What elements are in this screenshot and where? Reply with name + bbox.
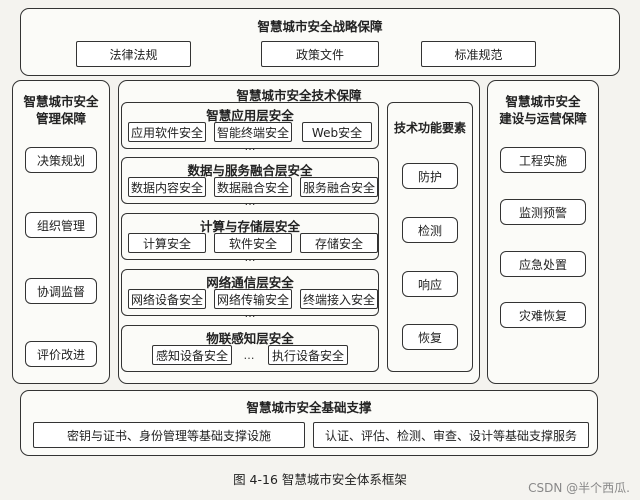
compute-item-storage: 存储安全 [300, 233, 378, 253]
figure-caption: 图 4-16 智慧城市安全体系框架 [233, 472, 407, 487]
construction-item-monitoring: 监测预警 [500, 199, 586, 225]
technical-title: 智慧城市安全技术保障 [236, 88, 362, 103]
layer-network: 网络通信层安全 网络设备安全 网络传输安全 终端接入安全 … [121, 269, 379, 320]
management-item-coordination: 协调监督 [25, 278, 97, 304]
construction-item-emergency: 应急处置 [500, 251, 586, 277]
network-item-device: 网络设备安全 [128, 289, 206, 309]
network-item-access: 终端接入安全 [300, 289, 378, 309]
layer-network-title: 网络通信层安全 [206, 275, 294, 290]
data-item-service: 服务融合安全 [300, 177, 378, 197]
strategy-item-law: 法律法规 [76, 41, 191, 67]
management-title-line2: 管理保障 [35, 111, 86, 126]
compute-item-computing: 计算安全 [128, 233, 206, 253]
layer-network-ellipsis: … [244, 307, 256, 320]
foundation-panel: 智慧城市安全基础支撑 密钥与证书、身份管理等基础支撑设施 认证、评估、检测、审查… [20, 390, 598, 456]
management-panel: 智慧城市安全 管理保障 决策规划 组织管理 协调监督 评价改进 [12, 80, 110, 384]
iot-item-actuator: 执行设备安全 [268, 345, 348, 365]
application-item-software: 应用软件安全 [128, 122, 206, 142]
element-recovery: 恢复 [402, 324, 458, 350]
strategy-item-policy: 政策文件 [261, 41, 379, 67]
management-item-decision: 决策规划 [25, 147, 97, 173]
construction-title-line1: 智慧城市安全 [505, 94, 581, 109]
layer-data-service-ellipsis: … [244, 195, 256, 208]
layer-application-ellipsis: … [244, 140, 256, 153]
layer-data-service: 数据与服务融合层安全 数据内容安全 数据融合安全 服务融合安全 … [121, 157, 379, 208]
application-item-web: Web安全 [302, 122, 372, 142]
layer-iot-sensing-title: 物联感知层安全 [206, 331, 294, 346]
data-item-content: 数据内容安全 [128, 177, 206, 197]
watermark: CSDN @半个西瓜. [528, 481, 630, 495]
foundation-item-facilities: 密钥与证书、身份管理等基础支撑设施 [33, 422, 305, 448]
element-response: 响应 [402, 271, 458, 297]
strategy-panel: 智慧城市安全战略保障 法律法规 政策文件 标准规范 [20, 8, 620, 76]
network-item-transmission: 网络传输安全 [214, 289, 292, 309]
application-item-terminal: 智能终端安全 [214, 122, 292, 142]
element-protection: 防护 [402, 163, 458, 189]
layer-iot-sensing-ellipsis: … [243, 349, 255, 362]
construction-panel: 智慧城市安全 建设与运营保障 工程实施 监测预警 应急处置 灾难恢复 [487, 80, 599, 384]
construction-item-disaster-recovery: 灾难恢复 [500, 302, 586, 328]
management-item-organization: 组织管理 [25, 212, 97, 238]
layer-application: 智慧应用层安全 应用软件安全 智能终端安全 Web安全 … [121, 102, 379, 153]
compute-item-software: 软件安全 [214, 233, 292, 253]
construction-title-line2: 建设与运营保障 [499, 111, 587, 126]
data-item-fusion: 数据融合安全 [214, 177, 292, 197]
strategy-item-standard: 标准规范 [421, 41, 536, 67]
management-title-line1: 智慧城市安全 [23, 94, 99, 109]
iot-item-sensing: 感知设备安全 [152, 345, 232, 365]
construction-title: 智慧城市安全 建设与运营保障 [488, 93, 598, 127]
layer-compute-storage-title: 计算与存储层安全 [199, 219, 300, 234]
layer-application-title: 智慧应用层安全 [206, 108, 294, 123]
technical-panel: 智慧城市安全技术保障 智慧应用层安全 应用软件安全 智能终端安全 Web安全 …… [118, 80, 480, 384]
construction-item-engineering: 工程实施 [500, 147, 586, 173]
element-detection: 检测 [402, 217, 458, 243]
layer-compute-storage-ellipsis: … [244, 251, 256, 264]
layer-iot-sensing: 物联感知层安全 感知设备安全 … 执行设备安全 [121, 325, 379, 372]
layer-data-service-title: 数据与服务融合层安全 [187, 163, 313, 178]
technical-elements-title: 技术功能要素 [393, 121, 466, 135]
foundation-item-services: 认证、评估、检测、审查、设计等基础支撑服务 [313, 422, 589, 448]
strategy-title: 智慧城市安全战略保障 [257, 19, 383, 34]
foundation-title: 智慧城市安全基础支撑 [246, 400, 372, 415]
management-item-evaluation: 评价改进 [25, 341, 97, 367]
management-title: 智慧城市安全 管理保障 [13, 93, 109, 127]
technical-elements: 技术功能要素 防护 检测 响应 恢复 [387, 102, 473, 372]
layer-compute-storage: 计算与存储层安全 计算安全 软件安全 存储安全 … [121, 213, 379, 264]
